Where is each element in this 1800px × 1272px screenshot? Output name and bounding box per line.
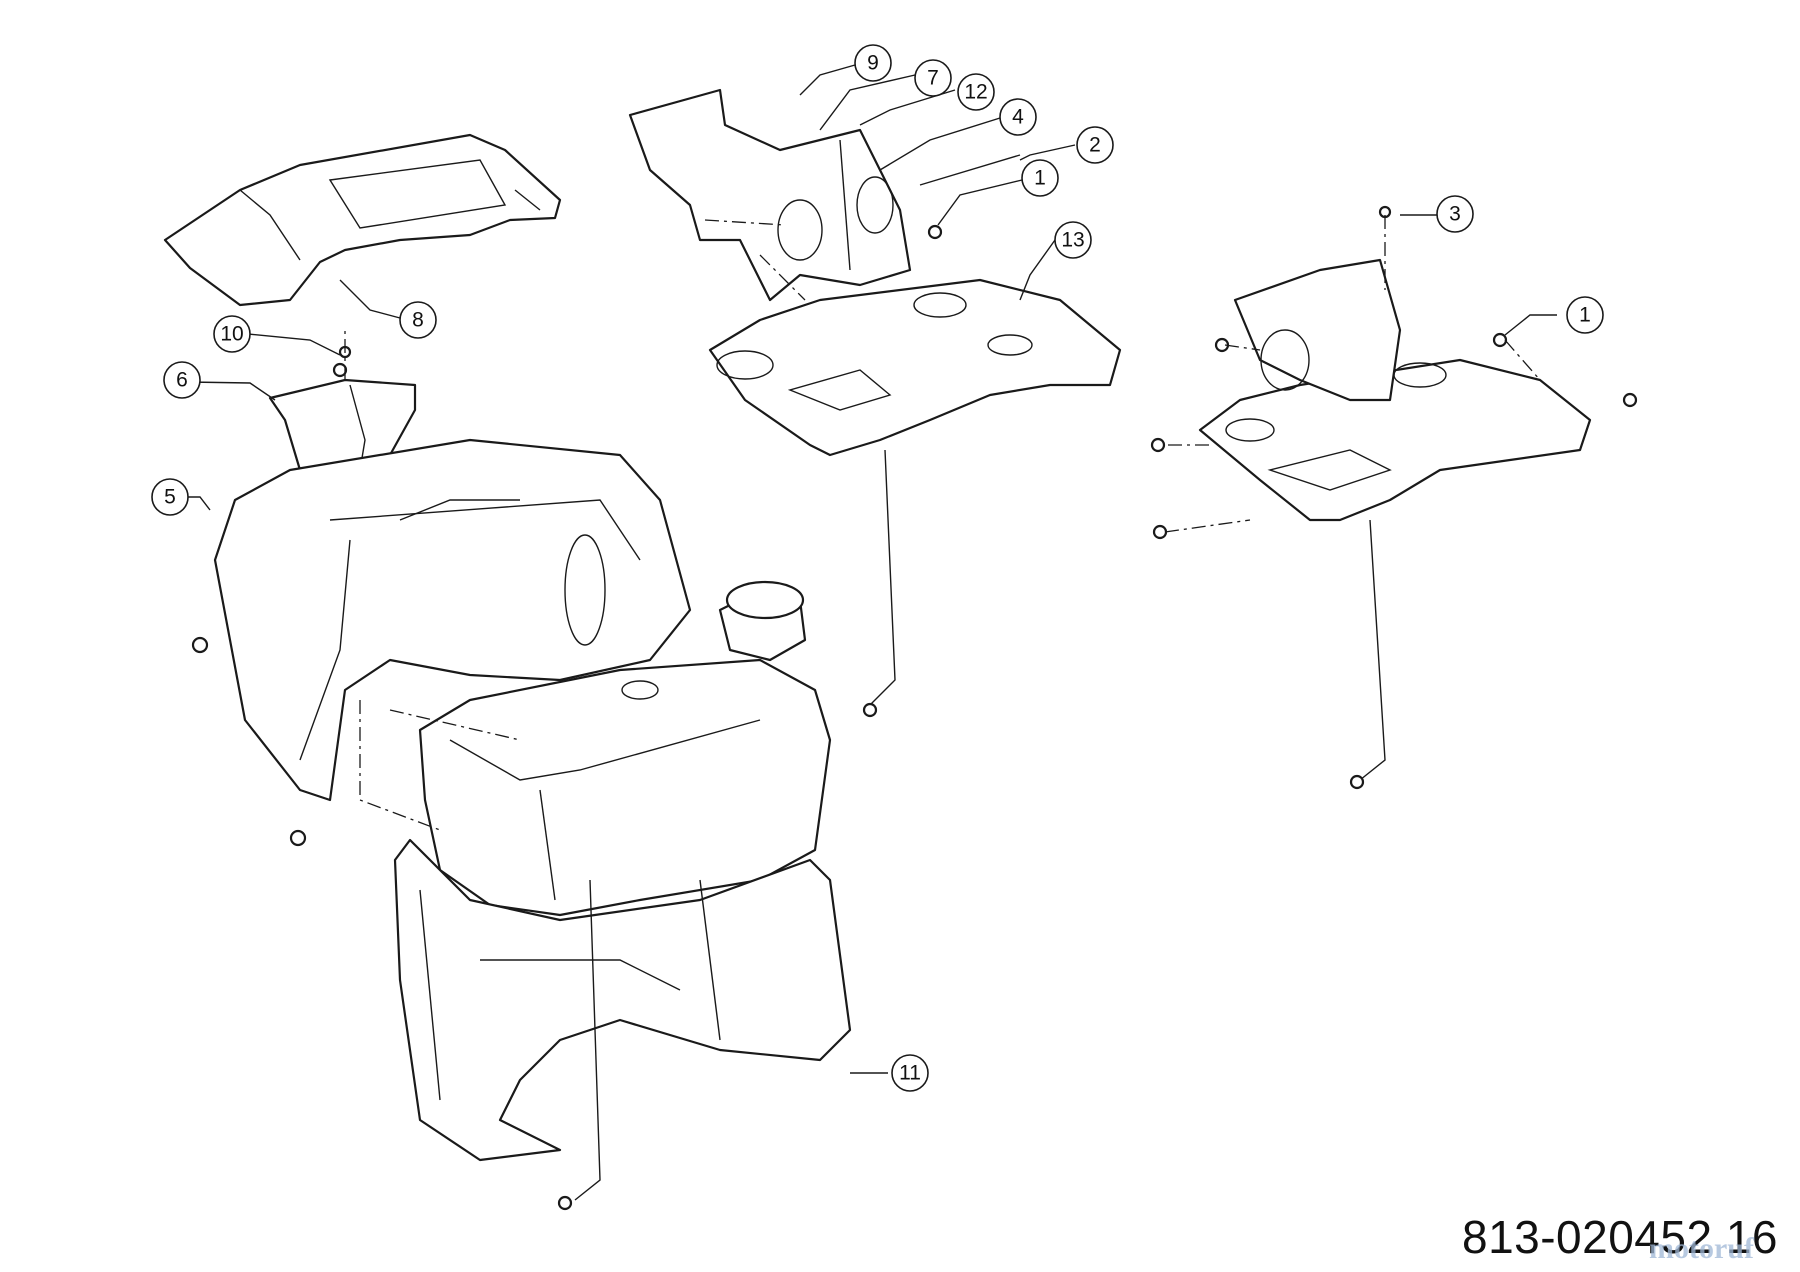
svg-text:10: 10 [220,323,243,346]
dash-top-cover [163,133,562,307]
svg-text:8: 8 [412,309,424,332]
dash-housing [213,438,692,802]
svg-text:5: 5 [164,486,176,509]
callout-4: 4 [999,98,1037,136]
watermark-logo: motoruf [1649,1232,1754,1265]
svg-text:13: 13 [1061,229,1084,252]
svg-text:2: 2 [1089,134,1101,157]
drawing-number: 813-020452 16 [1461,1211,1778,1263]
callout-5: 5 [151,478,189,516]
callout-9: 9 [854,44,892,82]
callout-2: 2 [1076,126,1114,164]
svg-text:7: 7 [927,67,939,90]
linkage-rods [574,154,1386,1201]
svg-text:4: 4 [1012,106,1024,129]
callout-1-left: 1 [1021,159,1059,197]
callout-13: 13 [1054,221,1092,259]
callout-6: 6 [163,361,201,399]
svg-text:11: 11 [899,1062,921,1085]
fasteners [191,205,1638,1211]
callout-7: 7 [914,59,952,97]
svg-text:6: 6 [176,369,188,392]
floor-pan-left [708,278,1122,457]
callout-11: 11 [891,1054,929,1092]
callout-8: 8 [399,301,437,339]
callout-12: 12 [957,73,995,111]
alignment-lines [344,215,1541,831]
callout-1-right: 1 [1566,296,1604,334]
svg-text:1: 1 [1579,304,1591,327]
svg-text:1: 1 [1034,167,1046,190]
callout-10: 10 [213,315,251,353]
svg-text:12: 12 [964,81,987,104]
svg-text:3: 3 [1449,203,1461,226]
lower-shroud [393,838,852,1162]
callout-3: 3 [1436,195,1474,233]
steering-mount [628,88,912,302]
svg-text:9: 9 [867,52,879,75]
floor-pan-right [1198,258,1592,522]
fuel-tank [418,580,832,917]
